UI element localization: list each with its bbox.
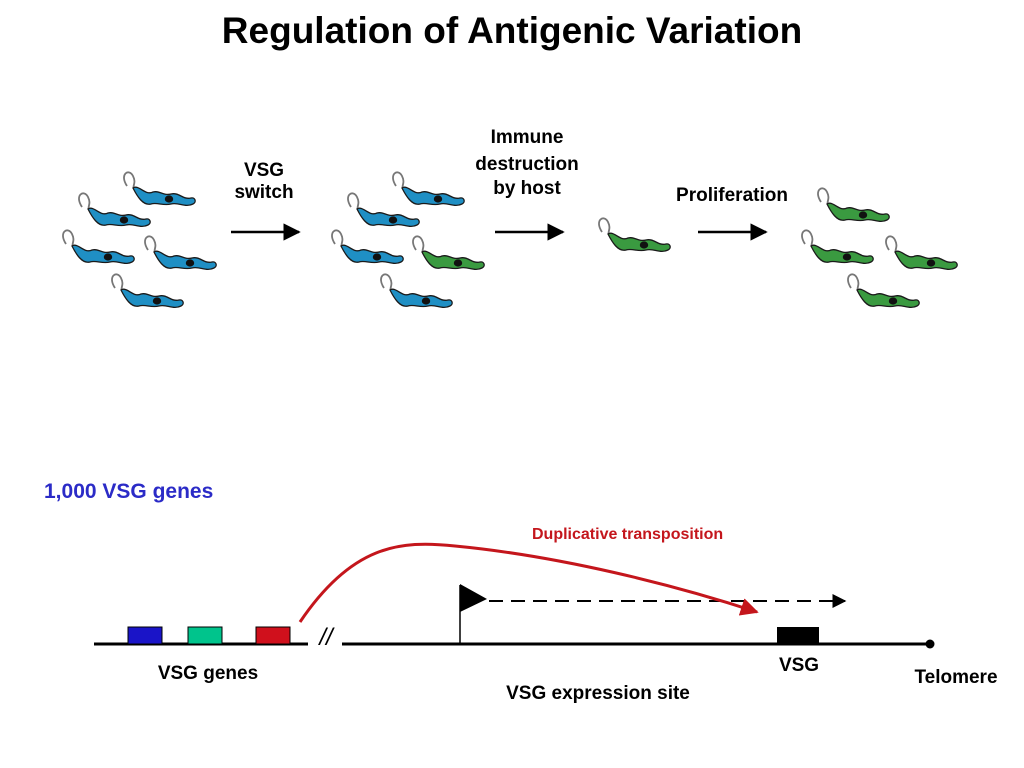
trypanosome-group-initial xyxy=(62,171,218,309)
label-immune-line2: destruction xyxy=(475,154,579,175)
trypanosome-icon xyxy=(392,171,466,207)
trypanosome-icon xyxy=(111,273,185,309)
trypanosome-icon xyxy=(817,187,891,223)
vsg-gene-count-label: 1,000 VSG genes xyxy=(44,480,214,503)
promoter-flag-icon xyxy=(459,584,487,644)
expressed-vsg-box xyxy=(777,627,819,644)
label-vsg-switch-line2: switch xyxy=(234,182,294,203)
trypanosome-icon xyxy=(801,229,875,265)
label-proliferation: Proliferation xyxy=(676,185,788,206)
vsg-gene-red xyxy=(255,626,291,645)
telomere-dot-icon xyxy=(925,639,935,649)
label-immune-destruction: Immune destruction by host xyxy=(460,124,594,202)
vsg-gene-teal xyxy=(187,626,223,645)
trypanosome-icon xyxy=(144,235,218,271)
trypanosome-icon xyxy=(331,229,405,265)
duplicative-transposition-label: Duplicative transposition xyxy=(532,526,724,543)
trypanosome-icon xyxy=(598,217,672,253)
label-vsg-switch: VSG switch xyxy=(216,160,312,204)
trypanosome-group-proliferated xyxy=(801,187,959,309)
trypanosome-icon xyxy=(123,171,197,207)
chromosome-break-mark: // xyxy=(319,624,333,651)
trypanosome-icon xyxy=(412,235,486,271)
trypanosome-icon xyxy=(380,273,454,309)
expression-site-label: VSG expression site xyxy=(506,683,690,704)
trypanosome-icon xyxy=(847,273,921,309)
label-immune-line1: Immune xyxy=(490,127,564,148)
trypanosome-icon xyxy=(885,235,959,271)
transposition-arrow xyxy=(298,542,759,623)
telomere-label: Telomere xyxy=(914,667,998,688)
vsg-genes-label: VSG genes xyxy=(157,663,259,684)
label-immune-line3: by host xyxy=(493,178,561,199)
trypanosome-group-survivor xyxy=(598,217,672,253)
label-vsg-switch-line1: VSG xyxy=(243,160,285,181)
trypanosome-icon xyxy=(62,229,136,265)
vsg-label: VSG xyxy=(778,655,820,676)
vsg-gene-blue xyxy=(127,626,163,645)
page-title: Regulation of Antigenic Variation xyxy=(221,10,803,51)
